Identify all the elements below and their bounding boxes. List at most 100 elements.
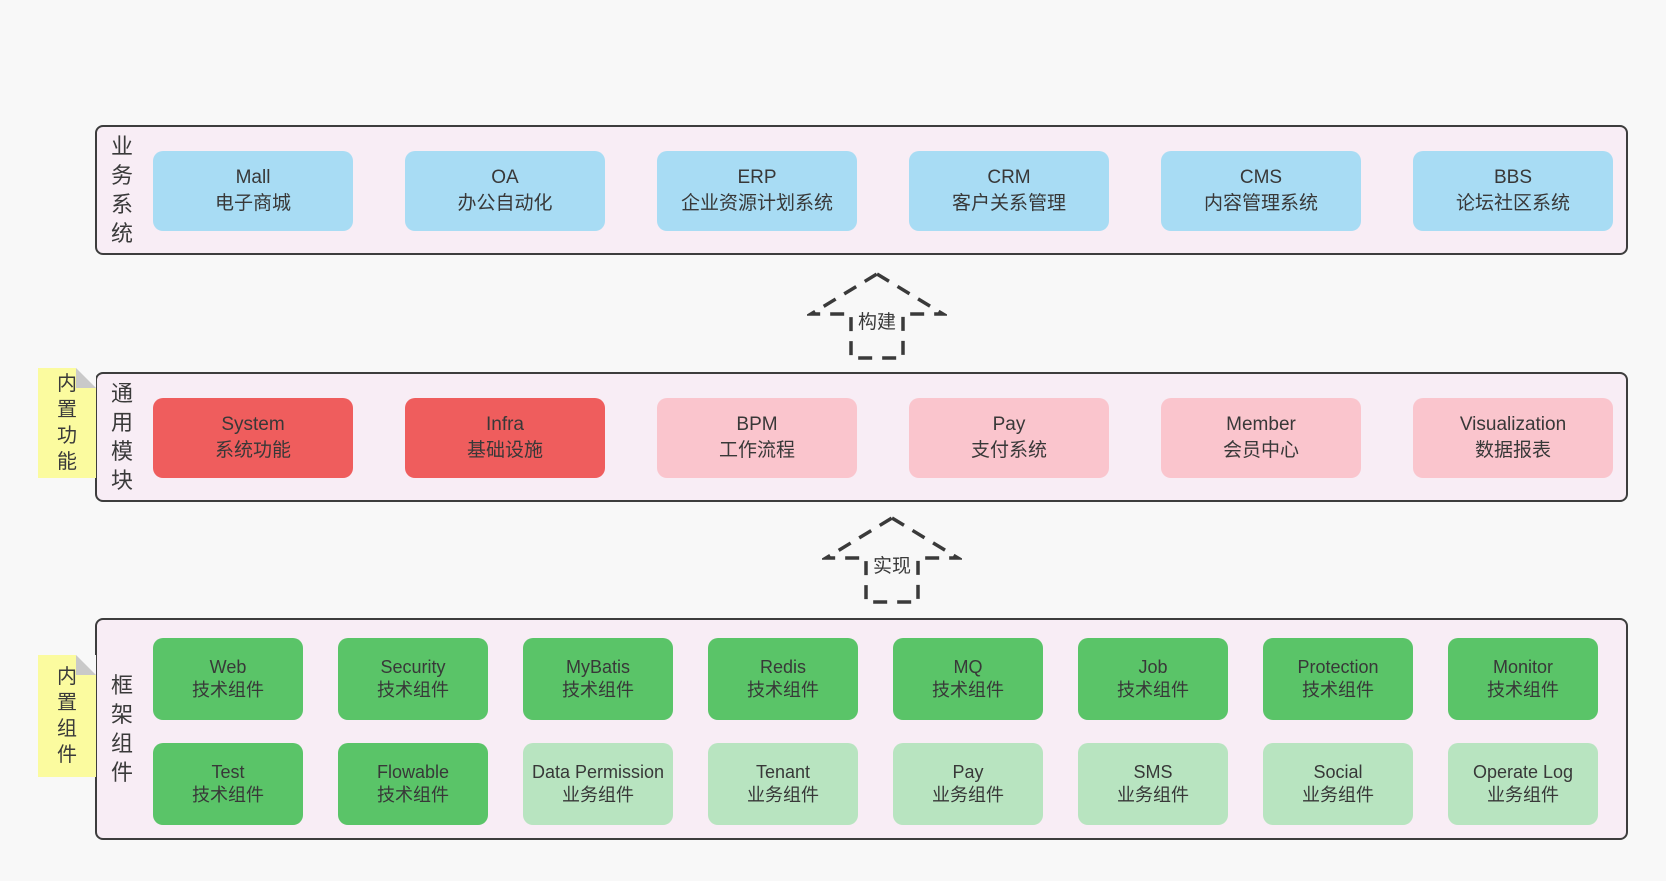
dashed-up-arrow-icon (822, 515, 962, 604)
box-subtitle: 业务组件 (1117, 785, 1189, 805)
box-system: System 系统功能 (153, 398, 353, 478)
box-title: Member (1226, 413, 1296, 435)
box-subtitle: 技术组件 (1302, 680, 1374, 700)
box-operate-log: Operate Log 业务组件 (1448, 743, 1598, 825)
band-label-common-modules: 通用模块 (109, 374, 135, 500)
business-systems-row: Mall 电子商城 OA 办公自动化 ERP 企业资源计划系统 CRM 客户关系… (153, 151, 1613, 231)
box-title: Social (1313, 761, 1363, 782)
band-label-text: 通用模块 (110, 380, 133, 494)
band-common-modules: 通用模块 System 系统功能 Infra 基础设施 BPM 工作流程 Pay… (95, 372, 1628, 502)
box-infra: Infra 基础设施 (405, 398, 605, 478)
sticky-note-text: 内置组件 (57, 666, 77, 766)
sticky-note-builtin-features: 内置功能 (38, 368, 96, 478)
band-business-systems: 业务系统 Mall 电子商城 OA 办公自动化 ERP 企业资源计划系统 CRM… (95, 125, 1628, 255)
sticky-note-text: 内置功能 (57, 373, 77, 473)
box-title: CMS (1239, 166, 1283, 188)
box-data-permission: Data Permission 业务组件 (523, 743, 673, 825)
box-social: Social 业务组件 (1263, 743, 1413, 825)
box-subtitle: 电子商城 (214, 193, 291, 214)
box-subtitle: 技术组件 (1117, 680, 1189, 700)
box-oa: OA 办公自动化 (405, 151, 605, 231)
box-subtitle: 技术组件 (747, 680, 819, 700)
box-subtitle: 客户关系管理 (951, 193, 1066, 214)
box-flowable: Flowable 技术组件 (338, 743, 488, 825)
box-title: Protection (1297, 656, 1379, 677)
box-subtitle: 数据报表 (1474, 440, 1551, 461)
box-subtitle: 技术组件 (562, 680, 634, 700)
box-title: BBS (1493, 166, 1533, 188)
box-job: Job 技术组件 (1078, 638, 1228, 720)
box-title: System (221, 413, 285, 435)
box-monitor: Monitor 技术组件 (1448, 638, 1598, 720)
box-subtitle: 业务组件 (932, 785, 1004, 805)
box-subtitle: 支付系统 (970, 440, 1047, 461)
implement-arrow: 实现 (822, 514, 962, 606)
box-tenant: Tenant 业务组件 (708, 743, 858, 825)
box-mybatis: MyBatis 技术组件 (523, 638, 673, 720)
box-member: Member 会员中心 (1161, 398, 1361, 478)
band-label-text: 业务系统 (110, 133, 133, 247)
box-title: Test (211, 761, 245, 782)
common-modules-row: System 系统功能 Infra 基础设施 BPM 工作流程 Pay 支付系统… (153, 398, 1613, 478)
box-title: SMS (1133, 761, 1173, 782)
box-title: Data Permission (531, 761, 665, 782)
box-title: ERP (737, 166, 777, 188)
box-title: Infra (485, 413, 525, 435)
box-title: BPM (736, 413, 778, 435)
box-subtitle: 会员中心 (1222, 440, 1299, 461)
box-subtitle: 论坛社区系统 (1455, 193, 1570, 214)
box-title: MyBatis (565, 656, 630, 677)
box-subtitle: 企业资源计划系统 (680, 193, 833, 214)
box-web: Web 技术组件 (153, 638, 303, 720)
box-security: Security 技术组件 (338, 638, 488, 720)
box-subtitle: 技术组件 (1487, 680, 1559, 700)
build-arrow-label: 构建 (854, 306, 900, 335)
box-mq: MQ 技术组件 (893, 638, 1043, 720)
box-protection: Protection 技术组件 (1263, 638, 1413, 720)
box-title: CRM (987, 166, 1031, 188)
box-subtitle: 业务组件 (562, 785, 634, 805)
box-pay-component: Pay 业务组件 (893, 743, 1043, 825)
box-bbs: BBS 论坛社区系统 (1413, 151, 1613, 231)
box-bpm: BPM 工作流程 (657, 398, 857, 478)
band-label-business-systems: 业务系统 (109, 127, 135, 253)
box-test: Test 技术组件 (153, 743, 303, 825)
box-title: Monitor (1492, 656, 1554, 677)
box-subtitle: 基础设施 (466, 440, 543, 461)
box-title: Pay (952, 761, 984, 782)
band-label-framework-components: 框架组件 (109, 620, 135, 838)
box-subtitle: 内容管理系统 (1203, 193, 1318, 214)
box-title: Security (380, 656, 446, 677)
box-title: Redis (759, 656, 807, 677)
box-title: OA (491, 166, 519, 188)
dashed-up-arrow-icon (807, 271, 947, 360)
box-title: Flowable (376, 761, 450, 782)
box-title: Job (1138, 656, 1168, 677)
box-subtitle: 技术组件 (377, 680, 449, 700)
framework-components-row-1: Web 技术组件 Security 技术组件 MyBatis 技术组件 Redi… (153, 638, 1598, 720)
box-crm: CRM 客户关系管理 (909, 151, 1109, 231)
box-subtitle: 业务组件 (1302, 785, 1374, 805)
box-redis: Redis 技术组件 (708, 638, 858, 720)
box-title: Tenant (755, 761, 811, 782)
box-sms: SMS 业务组件 (1078, 743, 1228, 825)
framework-components-row-2: Test 技术组件 Flowable 技术组件 Data Permission … (153, 743, 1598, 825)
box-pay-system: Pay 支付系统 (909, 398, 1109, 478)
box-title: Visualization (1459, 413, 1567, 435)
box-cms: CMS 内容管理系统 (1161, 151, 1361, 231)
box-title: Operate Log (1472, 761, 1574, 782)
box-title: MQ (953, 656, 983, 677)
box-subtitle: 业务组件 (747, 785, 819, 805)
box-subtitle: 技术组件 (377, 785, 449, 805)
box-subtitle: 系统功能 (214, 440, 291, 461)
band-label-text: 框架组件 (110, 672, 133, 786)
sticky-note-builtin-components: 内置组件 (38, 655, 96, 777)
box-subtitle: 技术组件 (932, 680, 1004, 700)
box-mall: Mall 电子商城 (153, 151, 353, 231)
box-subtitle: 工作流程 (718, 440, 795, 461)
box-subtitle: 业务组件 (1487, 785, 1559, 805)
implement-arrow-label: 实现 (869, 550, 915, 579)
box-subtitle: 办公自动化 (457, 193, 553, 214)
box-subtitle: 技术组件 (192, 680, 264, 700)
